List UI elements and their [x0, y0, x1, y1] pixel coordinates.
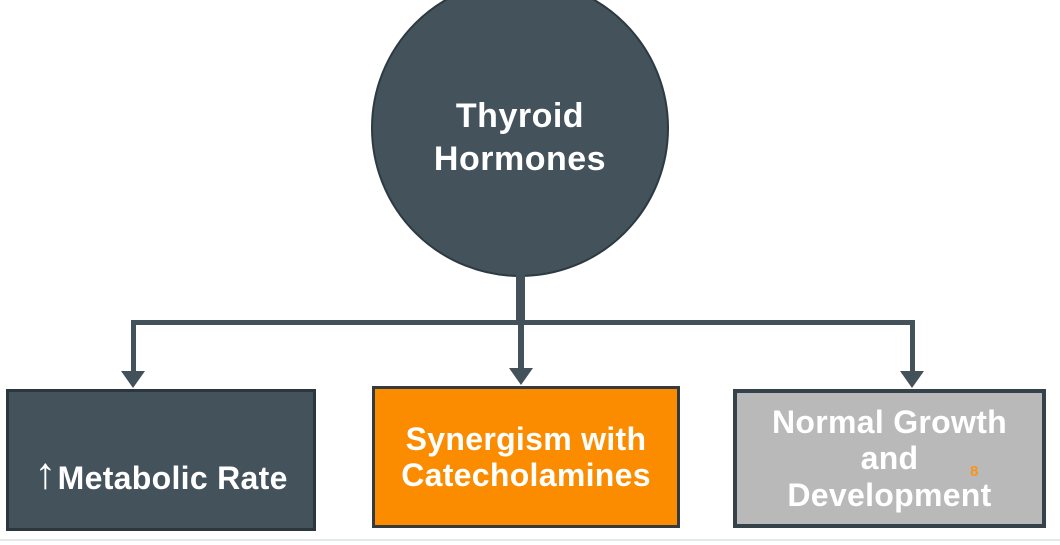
node-synergism-catecholamines: Synergism with Catecholamines: [372, 386, 680, 528]
node-metabolic-rate-text: Metabolic Rate: [57, 460, 288, 496]
down-arrowhead-right-icon: [900, 371, 924, 388]
connector-stem: [516, 274, 525, 324]
slide-number: 8: [970, 463, 979, 480]
up-arrow-icon: ↑: [34, 449, 57, 498]
node-synergism-catecholamines-label: Synergism with Catecholamines: [401, 420, 651, 493]
down-arrowhead-middle-icon: [509, 368, 533, 385]
down-arrowhead-left-icon: [121, 371, 145, 388]
node-normal-growth-development-label: Normal Growth and Development: [771, 404, 1008, 513]
node-metabolic-rate: ↑Metabolic Rate: [6, 389, 316, 531]
root-node-label: Thyroid Hormones: [433, 97, 607, 178]
node-metabolic-rate-label: ↑Metabolic Rate: [34, 424, 288, 498]
connector-drop-left: [131, 320, 136, 372]
root-node-circle: Thyroid Hormones: [371, 0, 669, 277]
connector-drop-right: [910, 320, 915, 372]
connector-drop-middle: [518, 322, 524, 369]
node-normal-growth-development: Normal Growth and Development: [733, 389, 1046, 528]
bottom-divider-line: [0, 539, 1060, 541]
